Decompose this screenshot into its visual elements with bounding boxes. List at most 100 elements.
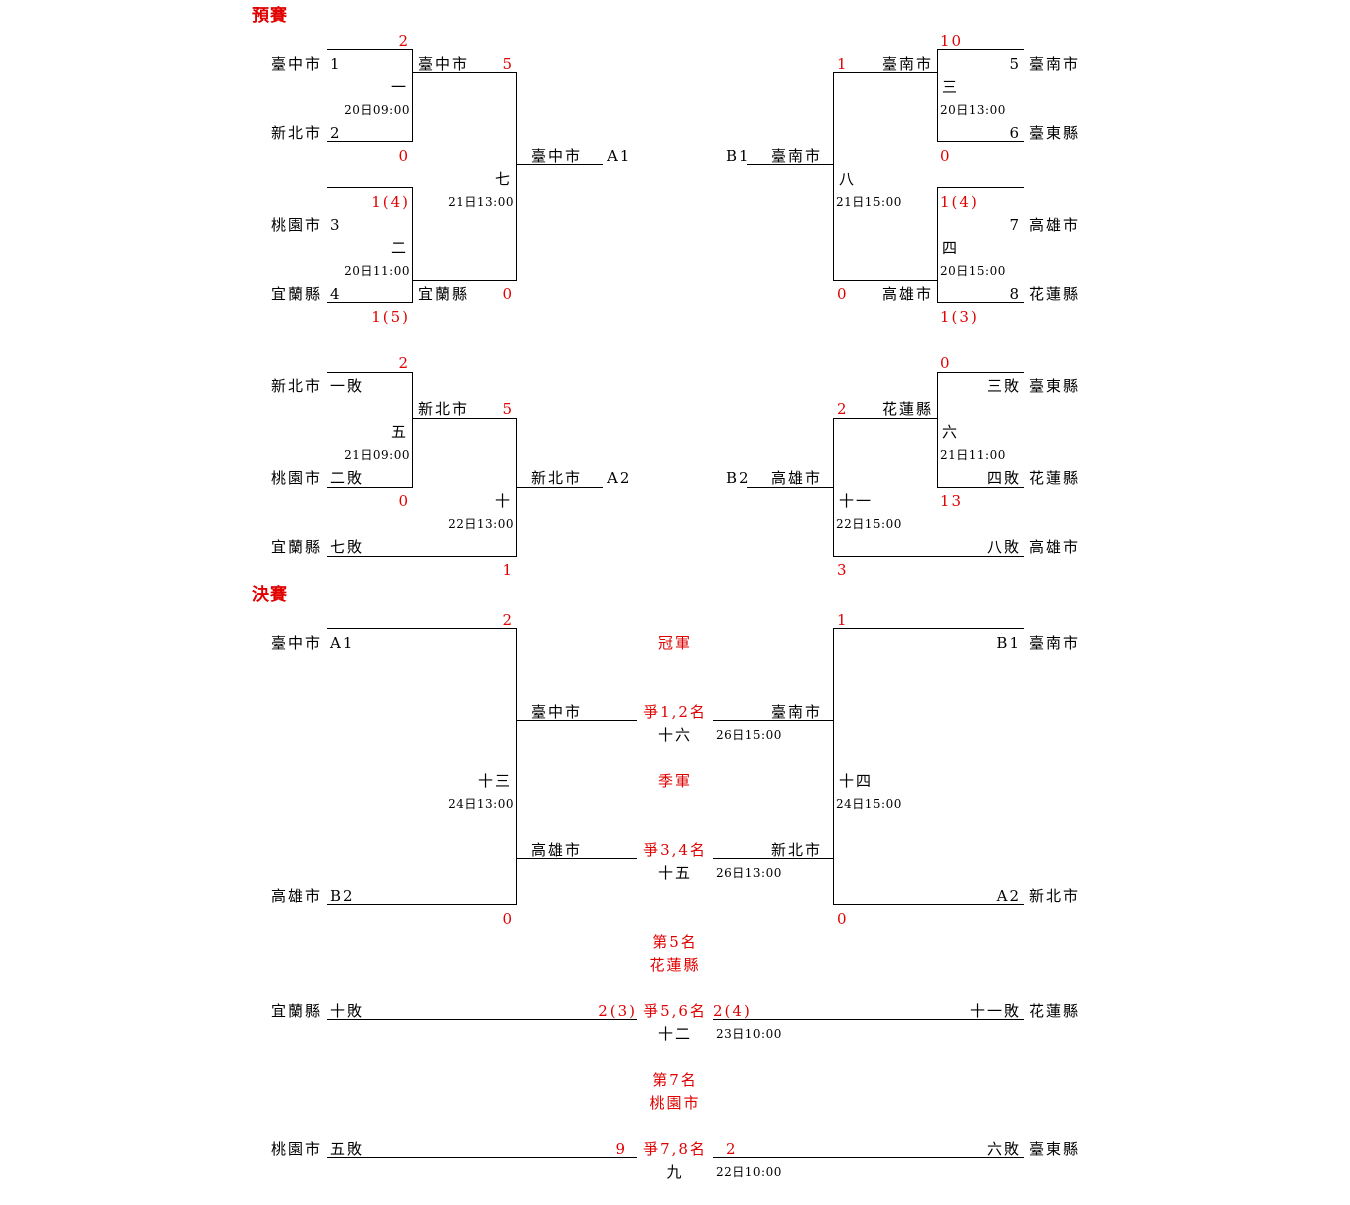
seed-label: B2: [726, 469, 751, 487]
team-name: 桃園市: [270, 469, 322, 487]
bracket-line: [412, 187, 413, 303]
winner-name: 宜蘭縣: [418, 285, 470, 303]
winner-name: 臺南市: [770, 147, 822, 165]
bracket-line: [412, 372, 413, 488]
score: 2: [398, 32, 410, 50]
bracket-line: [833, 904, 1024, 905]
bracket-line: [516, 858, 637, 859]
team-name: 臺南市: [1029, 55, 1081, 73]
team-name: 臺東縣: [1029, 124, 1081, 142]
seed-label: A2: [607, 469, 632, 487]
third-place-label: 季軍: [657, 772, 693, 790]
game-id: 一: [390, 78, 408, 96]
seventh-place-title: 第7名: [652, 1071, 698, 1089]
bracket-line: [833, 72, 938, 73]
team-source: 三敗: [986, 377, 1021, 395]
seed-label: A1: [330, 634, 355, 652]
winner-name: 花蓮縣: [881, 400, 933, 418]
team-seed: 8: [1009, 285, 1021, 303]
bracket-line: [713, 720, 834, 721]
seventh-place-team: 桃園市: [649, 1094, 701, 1112]
bracket-line: [412, 72, 517, 73]
bracket-line: [412, 418, 517, 419]
game-id: 十四: [839, 772, 874, 790]
bracket-line: [713, 1019, 1024, 1020]
team-seed: 6: [1009, 124, 1021, 142]
score: 5: [502, 400, 514, 418]
bracket-line: [938, 187, 1024, 188]
game-id: 九: [666, 1163, 684, 1181]
team-source: 六敗: [986, 1140, 1021, 1158]
game-time: 23日10:00: [716, 1027, 782, 1041]
game-id: 二: [390, 239, 408, 257]
game-id: 七: [494, 170, 512, 188]
team-name: 新北市: [270, 377, 322, 395]
game-time: 20日13:00: [940, 103, 1006, 117]
bracket-line: [833, 628, 1024, 629]
score: 1(3): [940, 308, 979, 326]
bracket-line: [516, 720, 637, 721]
placement-label: 爭1,2名: [643, 703, 707, 721]
winner-name: 臺中市: [531, 147, 583, 165]
prelim-section-title: 預賽: [252, 6, 288, 26]
winner-name: 臺南市: [770, 703, 822, 721]
game-id: 十六: [657, 726, 693, 744]
bracket-line: [713, 858, 834, 859]
team-name: 高雄市: [270, 887, 322, 905]
score: 2: [726, 1140, 738, 1158]
bracket-line: [937, 49, 938, 142]
score: 0: [940, 147, 952, 165]
game-id: 十二: [657, 1025, 693, 1043]
bracket-line: [327, 302, 413, 303]
team-name: 臺中市: [270, 55, 322, 73]
game-time: 21日09:00: [344, 448, 410, 462]
bracket-line: [327, 628, 517, 629]
team-seed: 5: [1009, 55, 1021, 73]
team-name: 花蓮縣: [1029, 285, 1081, 303]
fifth-place-team: 花蓮縣: [649, 956, 701, 974]
bracket-line: [713, 1157, 1024, 1158]
game-time: 20日15:00: [940, 264, 1006, 278]
game-time: 24日15:00: [836, 797, 902, 811]
game-id: 十一: [839, 492, 874, 510]
game-id: 四: [942, 239, 960, 257]
game-time: 20日11:00: [344, 264, 410, 278]
bracket-line: [516, 487, 603, 488]
winner-name: 高雄市: [881, 285, 933, 303]
game-id: 八: [839, 170, 857, 188]
score: 0: [837, 285, 849, 303]
winner-name: 新北市: [531, 469, 583, 487]
winner-name: 高雄市: [531, 841, 583, 859]
team-seed: 4: [330, 285, 342, 303]
bracket-line: [938, 302, 1024, 303]
bracket-line: [747, 164, 834, 165]
bracket-line: [938, 487, 1024, 488]
score: 0: [940, 354, 952, 372]
game-time: 26日15:00: [716, 728, 782, 742]
team-source: 十一敗: [969, 1002, 1021, 1020]
team-source: 四敗: [986, 469, 1021, 487]
bracket-line: [412, 49, 413, 142]
placement-label: 爭5,6名: [643, 1002, 707, 1020]
game-time: 22日15:00: [836, 517, 902, 531]
game-id: 三: [942, 78, 960, 96]
bracket-line: [937, 372, 938, 488]
score: 0: [398, 492, 410, 510]
bracket-line: [833, 418, 938, 419]
game-time: 20日09:00: [344, 103, 410, 117]
winner-name: 臺南市: [881, 55, 933, 73]
bracket-line: [516, 628, 517, 905]
game-time: 21日11:00: [940, 448, 1006, 462]
game-time: 26日13:00: [716, 866, 782, 880]
bracket-line: [747, 487, 834, 488]
score: 0: [398, 147, 410, 165]
team-name: 高雄市: [1029, 216, 1081, 234]
game-id: 十三: [477, 772, 512, 790]
game-time: 22日13:00: [448, 517, 514, 531]
seed-label: A1: [607, 147, 632, 165]
game-id: 十: [494, 492, 512, 510]
bracket-line: [516, 72, 517, 281]
team-seed: 3: [330, 216, 342, 234]
score: 1(4): [371, 193, 410, 211]
